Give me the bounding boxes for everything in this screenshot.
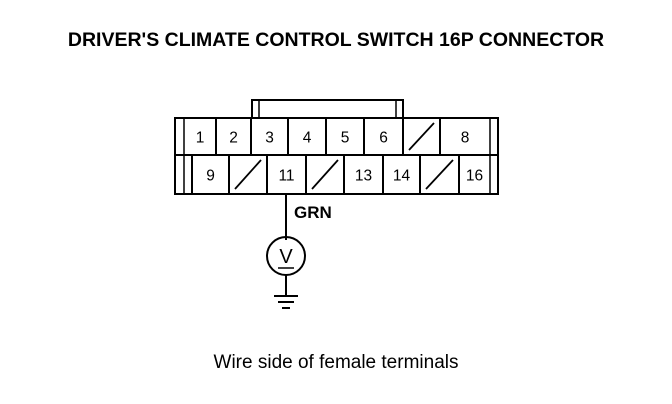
terminal-3: 3 <box>265 130 274 147</box>
connector-body <box>174 99 499 195</box>
terminal-6: 6 <box>379 130 388 147</box>
empty-cavity-slash <box>234 159 262 190</box>
terminal-16: 16 <box>466 168 483 185</box>
diagram-title: DRIVER'S CLIMATE CONTROL SWITCH 16P CONN… <box>68 29 604 51</box>
terminal-8: 8 <box>461 130 470 147</box>
voltmeter-icon: V <box>266 236 306 276</box>
empty-cavity-slash <box>425 159 454 190</box>
terminal-11: 11 <box>278 168 294 185</box>
connector-bottom-row: 9 11 13 14 16 <box>191 155 483 194</box>
diagram-caption: Wire side of female terminals <box>214 352 459 373</box>
terminal-14: 14 <box>393 168 411 185</box>
terminal-13: 13 <box>355 168 372 185</box>
terminal-5: 5 <box>341 130 350 147</box>
terminal-2: 2 <box>229 130 238 147</box>
wire-color-label: GRN <box>294 203 332 222</box>
empty-cavity-slash <box>311 159 339 190</box>
empty-cavity-slash <box>408 122 435 151</box>
connector-lock-tab <box>251 99 404 118</box>
terminal-1: 1 <box>196 130 205 147</box>
voltmeter-symbol: V <box>279 246 293 268</box>
connector-top-row: 1 2 3 4 5 6 8 <box>196 118 470 155</box>
terminal-4: 4 <box>303 130 312 147</box>
ground-icon <box>274 275 298 309</box>
terminal-9: 9 <box>206 168 215 185</box>
